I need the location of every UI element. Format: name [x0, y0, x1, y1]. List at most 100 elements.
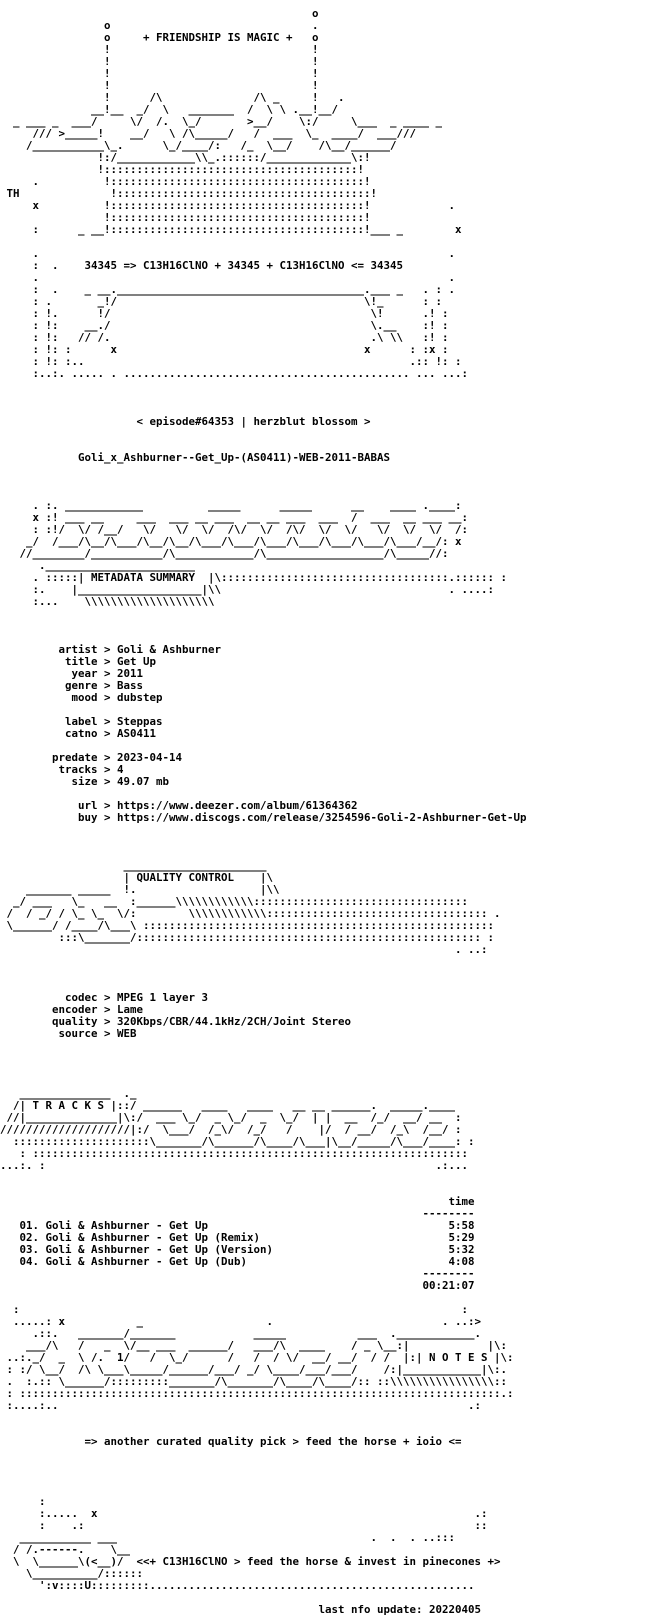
nfo-line: x :! ___ __ ___ ___ __ ___ __ __ ___ ___…: [0, 511, 469, 524]
nfo-line: Goli_x_Ashburner--Get_Up-(AS0411)-WEB-20…: [0, 451, 391, 464]
blank-line: [0, 1484, 527, 1496]
nfo-line: o + FRIENDSHIP IS MAGIC + o: [0, 31, 319, 44]
nfo-line: < episode#64353 | herzblut blossom >: [0, 415, 371, 428]
nfo-line: artist > Goli & Ashburner: [0, 643, 222, 656]
nfo-line: ////////////////////|:/ \___/ /_\/ /_/ /…: [0, 1123, 462, 1136]
nfo-line: : !: : x x : :x :: [0, 343, 449, 356]
nfo-line: : . 34345 => C13H16ClNO + 34345 + C13H16…: [0, 259, 404, 272]
nfo-line: . :.:: \______/:::::::::_______/\_______…: [0, 1375, 508, 1388]
nfo-line: . .: [0, 271, 456, 284]
blank-line: [0, 428, 527, 440]
blank-line: [0, 1040, 527, 1052]
blank-line: [0, 476, 527, 488]
blank-line: [0, 1172, 527, 1184]
nfo-line: source > WEB: [0, 1027, 137, 1040]
blank-line: [0, 1052, 527, 1064]
nfo-line: :... \\\\\\\\\\\\\\\\\\\\: [0, 595, 215, 608]
blank-line: [0, 824, 527, 836]
nfo-line: ! !: [0, 55, 319, 68]
nfo-line: --------: [0, 1267, 475, 1280]
nfo-line: \ \______\(<__)/ <<+ C13H16ClNO > feed t…: [0, 1555, 501, 1568]
nfo-line: : :/ \__/ /\ \___\_____/______/___/ _/ \…: [0, 1363, 508, 1376]
nfo-line: ______________________: [0, 859, 267, 872]
nfo-line: ___________ ___ . . . ..:::: [0, 1531, 456, 1544]
nfo-line: : :: [0, 1303, 469, 1316]
blank-line: [0, 380, 527, 392]
nfo-line: ..:._/ _ \ /. 1/ / \_/ / / / \/ __/ __/ …: [0, 1351, 514, 1364]
blank-line: [0, 1472, 527, 1484]
nfo-line: : !: :.. .:: !: :: [0, 355, 462, 368]
nfo-line: :..... x .:: [0, 1507, 488, 1520]
nfo-line: !:::::::::::::::::::::::::::::::::::::::…: [0, 211, 371, 224]
nfo-line: .....: x _ . . ..:>: [0, 1315, 482, 1328]
nfo-line: !:::::::::::::::::::::::::::::::::::::::…: [0, 163, 365, 176]
nfo-line: url > https://www.deezer.com/album/61364…: [0, 799, 358, 812]
nfo-line: 02. Goli & Ashburner - Get Up (Remix) 5:…: [0, 1231, 475, 1244]
nfo-line: .::. _______/_______ _____ ___ .________…: [0, 1327, 482, 1340]
nfo-line: 03. Goli & Ashburner - Get Up (Version) …: [0, 1243, 475, 1256]
nfo-line: :..:. ..... . ..........................…: [0, 367, 469, 380]
nfo-line: x !:::::::::::::::::::::::::::::::::::::…: [0, 199, 456, 212]
nfo-document: o o . o + FRIENDSHIP IS MAGIC + o ! ! ! …: [0, 8, 527, 1616]
nfo-line: : ::::::::::::::::::::::::::::::::::::::…: [0, 1387, 514, 1400]
nfo-line: ':v::::U:::::::::.......................…: [0, 1579, 475, 1592]
blank-line: [0, 1412, 527, 1424]
blank-line: [0, 836, 527, 848]
nfo-line: ! !: [0, 67, 319, 80]
nfo-line: : .: ::: [0, 1519, 488, 1532]
nfo-line: genre > Bass: [0, 679, 144, 692]
nfo-line: ! /\ /\ _ ! .: [0, 91, 345, 104]
nfo-line: //|______________|\:/ ___ \_/ _ \_/ _ \_…: [0, 1111, 462, 1124]
nfo-line: ! !: [0, 79, 319, 92]
blank-line: [0, 1460, 527, 1472]
nfo-line: :....:.. .:: [0, 1399, 482, 1412]
nfo-line: : . _!/ \!_ : :: [0, 295, 443, 308]
nfo-line: / /.------. \__: [0, 1543, 131, 1556]
nfo-line: TH !::::::::::::::::::::::::::::::::::::…: [0, 187, 378, 200]
nfo-line: :::\_______/::::::::::::::::::::::::::::…: [0, 931, 495, 944]
nfo-line: size > 49.07 mb: [0, 775, 170, 788]
blank-line: [0, 608, 527, 620]
nfo-line: : !. !/ \! .! :: [0, 307, 449, 320]
nfo-line: . :. ____________ _____ _____ __ ____ ._…: [0, 499, 462, 512]
nfo-line: _/ /___/\__/\___/\__/\__/\___/\___/\___/…: [0, 535, 462, 548]
blank-line: [0, 620, 527, 632]
nfo-line: \______/ /____/\___\ :::::::::::::::::::…: [0, 919, 495, 932]
nfo-line: codec > MPEG 1 layer 3: [0, 991, 209, 1004]
nfo-line: : :!/ \/ /__/ \/ \/ \/ /\/ \/ /\/ \/ \/ …: [0, 523, 469, 536]
blank-line: [0, 1448, 527, 1460]
nfo-line: 01. Goli & Ashburner - Get Up 5:58: [0, 1219, 475, 1232]
blank-line: [0, 464, 527, 476]
nfo-line: . .: [0, 247, 456, 260]
blank-line: [0, 1592, 527, 1604]
nfo-line: mood > dubstep: [0, 691, 163, 704]
blank-line: [0, 1064, 527, 1076]
nfo-line: => another curated quality pick > feed t…: [0, 1435, 462, 1448]
nfo-line: . :::::| METADATA SUMMARY |\::::::::::::…: [0, 571, 508, 584]
nfo-line: 00:21:07: [0, 1279, 475, 1292]
blank-line: [0, 392, 527, 404]
nfo-line: : !: // /. .\ \\ :! :: [0, 331, 449, 344]
nfo-line: : ::::::::::::::::::::::::::::::::::::::…: [0, 1147, 469, 1160]
nfo-line: ! !: [0, 43, 319, 56]
nfo-line: 04. Goli & Ashburner - Get Up (Dub) 4:08: [0, 1255, 475, 1268]
nfo-line: label > Steppas: [0, 715, 163, 728]
nfo-line: | QUALITY CONTROL |\: [0, 871, 274, 884]
nfo-line: : . _ __._______________________________…: [0, 283, 456, 296]
nfo-line: year > 2011: [0, 667, 144, 680]
nfo-line: last nfo update: 20220405: [0, 1603, 482, 1616]
nfo-line: _______ _____ !. |\\: [0, 883, 280, 896]
nfo-line: ...:. : .:...: [0, 1159, 469, 1172]
nfo-line: _ ___ _ ___/ \/ /. \_/ >__/ \:/ \___ _ _…: [0, 115, 443, 128]
nfo-line: : _ __!:::::::::::::::::::::::::::::::::…: [0, 223, 462, 236]
nfo-line: quality > 320Kbps/CBR/44.1kHz/2CH/Joint …: [0, 1015, 352, 1028]
blank-line: [0, 956, 527, 968]
nfo-line: o .: [0, 19, 319, 32]
nfo-line: tracks > 4: [0, 763, 124, 776]
nfo-line: . !:::::::::::::::::::::::::::::::::::::…: [0, 175, 371, 188]
nfo-line: /___________\_. \_/____/: /_ \__/ /\__/_…: [0, 139, 397, 152]
nfo-line: : !: __./ \.__ :! :: [0, 319, 449, 332]
nfo-line: :::::::::::::::::::::\_______/\______/\_…: [0, 1135, 475, 1148]
nfo-line: predate > 2023-04-14: [0, 751, 183, 764]
nfo-line: //________/___________/\____________/\__…: [0, 547, 449, 560]
